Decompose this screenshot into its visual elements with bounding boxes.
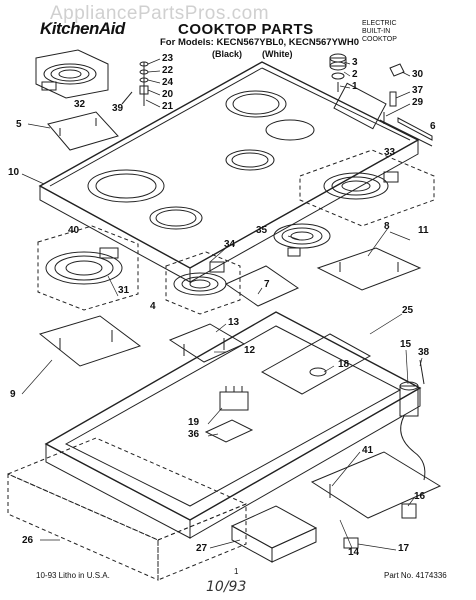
callout-label: 14 xyxy=(348,547,360,558)
reflector-pan-center xyxy=(224,265,300,307)
trim-frame xyxy=(6,437,248,581)
drip-tray xyxy=(230,505,318,563)
surface-element-right-large xyxy=(299,149,435,227)
watermark-text: AppliancePartsPros.com xyxy=(50,3,270,24)
junction-box xyxy=(399,359,426,481)
callout-label: 22 xyxy=(162,65,174,76)
appliance-type-line-3: COOKTOP xyxy=(362,36,397,43)
callout-label: 31 xyxy=(118,285,130,296)
callout-label: 30 xyxy=(412,69,424,80)
callout-label: 24 xyxy=(162,77,174,88)
appliance-type-line-1: ELECTRIC xyxy=(362,20,397,27)
callout-label: 20 xyxy=(162,89,174,100)
callout-label: 8 xyxy=(384,221,390,232)
callout-label: 27 xyxy=(196,543,208,554)
callout-label: 25 xyxy=(402,305,414,316)
part-number: Part No. 4174336 xyxy=(384,571,447,580)
reflector-pan-front-left xyxy=(38,315,142,367)
callout-label: 4 xyxy=(150,301,156,312)
control-knob xyxy=(329,53,347,92)
surface-element-left-large xyxy=(37,225,139,311)
surface-element-center-left xyxy=(165,251,241,315)
reflector-pan-right xyxy=(316,247,422,291)
callout-label: 9 xyxy=(10,389,16,400)
callout-label: 35 xyxy=(256,225,268,236)
callout-label: 32 xyxy=(74,99,86,110)
terminal-block xyxy=(204,386,254,443)
brand-logo: KitchenAid xyxy=(40,19,125,38)
model-numbers: For Models: KECN567YBL0, KECN567YWH0 xyxy=(160,37,360,48)
reflector-pan-left xyxy=(47,111,119,151)
callout-label: 10 xyxy=(8,167,20,178)
callout-label: 40 xyxy=(68,225,80,236)
callout-label: 1 xyxy=(352,81,358,92)
surface-element-center-right xyxy=(273,223,331,257)
callout-label: 26 xyxy=(22,535,34,546)
callout-leader-lines xyxy=(21,58,423,551)
callout-label: 5 xyxy=(16,119,22,130)
callout-label: 12 xyxy=(244,345,256,356)
callout-label: 3 xyxy=(352,57,358,68)
appliance-type-note: ELECTRIC BUILT-IN COOKTOP xyxy=(362,20,397,44)
callout-label: 41 xyxy=(362,445,374,456)
callout-label: 34 xyxy=(224,239,236,250)
callout-label: 18 xyxy=(338,359,350,370)
model-black-label: (Black) xyxy=(212,49,243,59)
litho-date: 10-93 Litho in U.S.A. xyxy=(36,571,110,580)
callout-label: 13 xyxy=(228,317,240,328)
reflector-pan-front-center xyxy=(168,323,246,363)
cooktop-glass-top xyxy=(38,61,420,283)
page-number: 1 xyxy=(234,567,239,576)
callout-label: 39 xyxy=(112,103,124,114)
callout-label: 15 xyxy=(400,339,412,350)
handwritten-note: 10/93 xyxy=(206,579,247,595)
callout-label: 7 xyxy=(264,279,270,290)
burner-box-housing xyxy=(44,311,422,539)
callout-label: 2 xyxy=(352,69,358,80)
callout-label: 17 xyxy=(398,543,410,554)
bottom-plate xyxy=(310,451,442,549)
callout-label: 21 xyxy=(162,101,174,112)
diagram-title: COOKTOP PARTS xyxy=(178,21,314,38)
callout-label: 6 xyxy=(430,121,436,132)
hardware-stack xyxy=(121,61,149,106)
callout-label: 33 xyxy=(384,147,396,158)
model-white-label: (White) xyxy=(262,49,293,59)
callout-label: 19 xyxy=(188,417,200,428)
callout-label: 38 xyxy=(418,347,430,358)
surface-element-small-left xyxy=(35,49,109,99)
callout-label: 23 xyxy=(162,53,174,64)
callout-label: 36 xyxy=(188,429,200,440)
mounting-bracket xyxy=(383,63,405,124)
callout-label: 16 xyxy=(414,491,426,502)
callout-label: 11 xyxy=(418,225,429,236)
side-trim-strip xyxy=(379,117,433,147)
appliance-type-line-2: BUILT-IN xyxy=(362,28,391,35)
callout-label: 37 xyxy=(412,85,424,96)
callout-label: 29 xyxy=(412,97,424,108)
